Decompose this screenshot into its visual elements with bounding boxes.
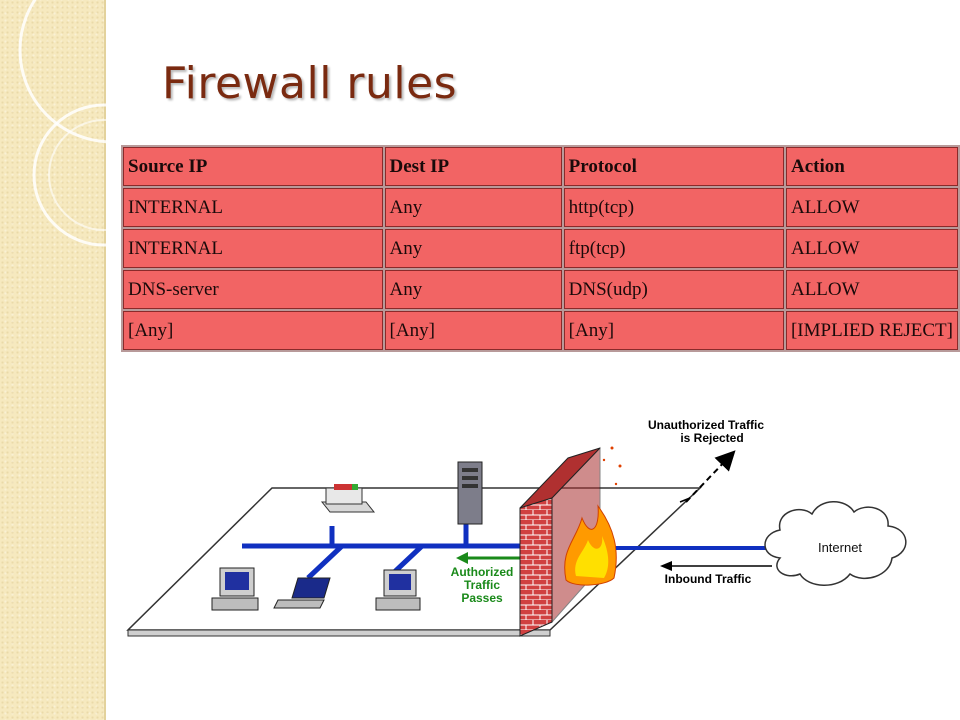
cell-action: ALLOW: [785, 270, 958, 309]
cell-source-ip: INTERNAL: [123, 229, 383, 268]
table-row: INTERNAL Any http(tcp) ALLOW: [123, 188, 958, 227]
table-row: [Any] [Any] [Any] [IMPLIED REJECT]: [123, 311, 958, 350]
fire-icon: [564, 446, 622, 586]
authorized-traffic-label-2: Traffic: [464, 578, 500, 592]
cell-action: ALLOW: [785, 229, 958, 268]
cell-protocol: ftp(tcp): [563, 229, 784, 268]
cell-action: ALLOW: [785, 188, 958, 227]
cell-dest-ip: Any: [384, 270, 562, 309]
internet-cloud-icon: [764, 501, 907, 586]
desktop-computer-icon: [211, 567, 259, 611]
decorative-circles: [18, 0, 106, 247]
rejected-traffic-label-2: is Rejected: [680, 431, 743, 445]
decorative-side-strip: [0, 0, 106, 720]
cell-action: [IMPLIED REJECT]: [785, 311, 958, 350]
inbound-traffic-label: Inbound Traffic: [665, 572, 752, 586]
cell-source-ip: [Any]: [123, 311, 383, 350]
authorized-traffic-label-1: Authorized: [451, 565, 514, 579]
header-protocol: Protocol: [563, 147, 784, 186]
printer-icon: [320, 484, 376, 513]
slide-title: Firewall rules: [162, 58, 458, 109]
header-source-ip: Source IP: [123, 147, 383, 186]
desktop-computer-icon: [375, 569, 421, 611]
cell-protocol: http(tcp): [563, 188, 784, 227]
firewall-network-diagram: Authorized Traffic Passes Inbound Traffi…: [126, 418, 907, 637]
inbound-traffic-arrow: [660, 561, 772, 571]
cell-source-ip: DNS-server: [123, 270, 383, 309]
authorized-traffic-label-3: Passes: [461, 591, 503, 605]
firewall-rules-table: Source IP Dest IP Protocol Action INTERN…: [121, 145, 960, 352]
server-icon: [457, 461, 483, 525]
cell-dest-ip: [Any]: [384, 311, 562, 350]
table-row: DNS-server Any DNS(udp) ALLOW: [123, 270, 958, 309]
cell-protocol: [Any]: [563, 311, 784, 350]
rejected-traffic-label-1: Unauthorized Traffic: [648, 418, 764, 432]
cell-dest-ip: Any: [384, 188, 562, 227]
internet-label: Internet: [818, 540, 862, 555]
header-action: Action: [785, 147, 958, 186]
header-dest-ip: Dest IP: [384, 147, 562, 186]
rejected-traffic-arrow: [679, 450, 736, 503]
cell-protocol: DNS(udp): [563, 270, 784, 309]
cell-source-ip: INTERNAL: [123, 188, 383, 227]
table-row: INTERNAL Any ftp(tcp) ALLOW: [123, 229, 958, 268]
authorized-traffic-arrow: [456, 552, 526, 564]
laptop-icon: [273, 577, 331, 609]
network-bus: [242, 520, 522, 580]
cell-dest-ip: Any: [384, 229, 562, 268]
table-header-row: Source IP Dest IP Protocol Action: [123, 147, 958, 186]
